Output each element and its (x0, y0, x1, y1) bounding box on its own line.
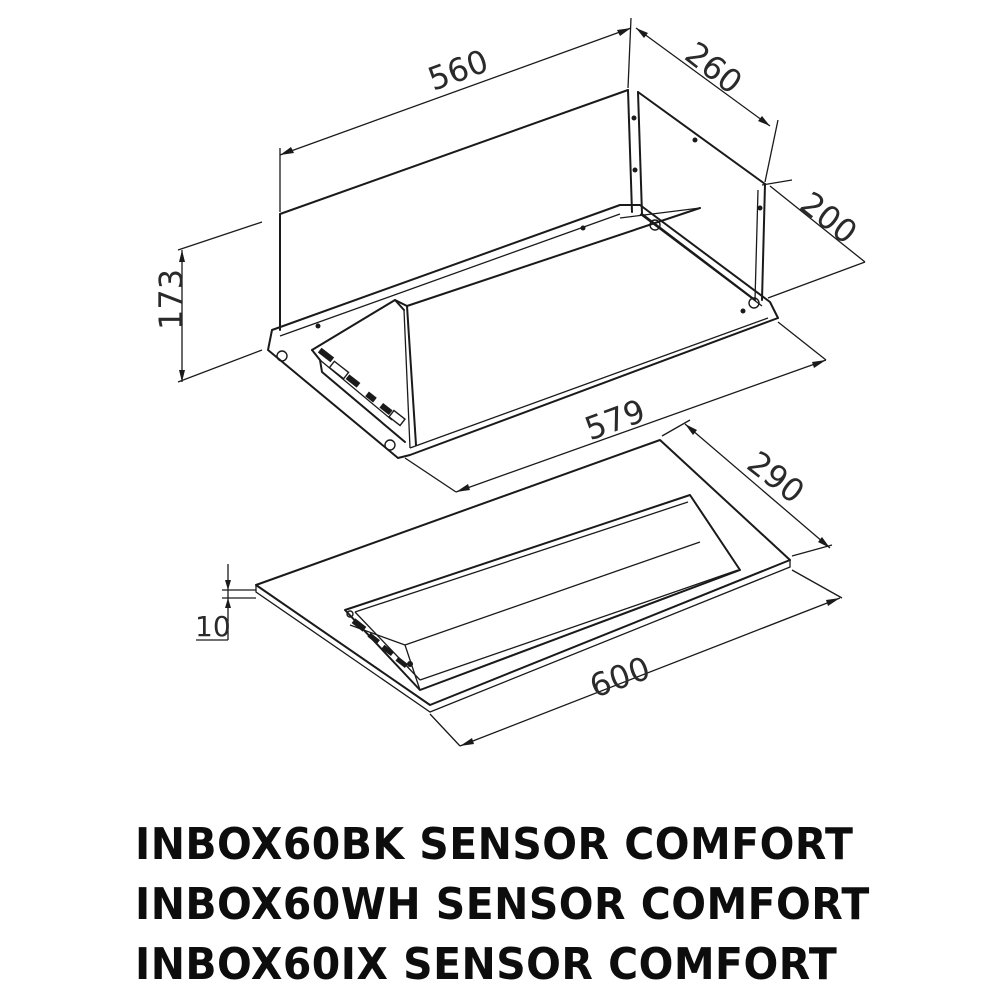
model-name-bk: INBOX60BK SENSOR COMFORT (135, 819, 854, 870)
dim-label-260: 260 (678, 34, 750, 102)
dim-label-579: 579 (580, 392, 650, 449)
dim-label-560: 560 (423, 42, 493, 99)
dim-label-173: 173 (152, 269, 190, 330)
model-name-ix: INBOX60IX SENSOR COMFORT (135, 939, 838, 990)
hood-body (267, 89, 779, 459)
dim-label-200: 200 (793, 184, 865, 252)
hood-technical-drawing: 560 260 200 173 579 (152, 17, 866, 747)
dimension-560: 560 (279, 17, 632, 212)
model-name-wh: INBOX60WH SENSOR COMFORT (135, 879, 870, 930)
glass-panel (255, 439, 791, 713)
dimension-10: 10 (195, 564, 256, 643)
dimension-600: 600 (429, 569, 843, 747)
model-list: INBOX60BK SENSOR COMFORT INBOX60WH SENSO… (135, 815, 925, 995)
dim-label-290: 290 (740, 444, 812, 512)
dim-label-600: 600 (585, 649, 655, 706)
dimension-290: 290 (661, 419, 833, 557)
dim-label-10: 10 (195, 610, 231, 643)
dimension-173: 173 (152, 221, 263, 383)
dimension-200: 200 (761, 179, 866, 299)
